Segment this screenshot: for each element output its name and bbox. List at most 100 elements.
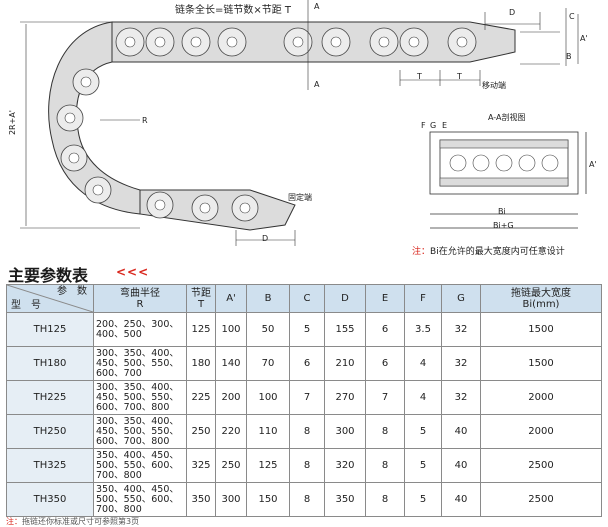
cell-model: TH350 <box>6 482 94 517</box>
drag-chain-drawing <box>20 0 587 246</box>
cell-b: 70 <box>246 346 290 381</box>
cell-radius: 200、250、300、400、500 <box>93 312 187 347</box>
header-e: E <box>365 284 405 313</box>
header-a-prime: A' <box>215 284 247 313</box>
cell-e: 8 <box>365 414 405 449</box>
cell-g: 40 <box>441 482 481 517</box>
dimension-lines <box>20 0 579 246</box>
dim-r: R <box>142 116 148 125</box>
label-fixed-end: 固定端 <box>288 193 312 202</box>
cell-c: 8 <box>289 448 325 483</box>
header-diagonal-line <box>7 285 93 312</box>
cell-a-prime: 220 <box>215 414 247 449</box>
header-pitch: 节距 T <box>186 284 216 313</box>
cell-c: 7 <box>289 380 325 415</box>
parameter-table: 参 数 型 号 弯曲半径 R 节距 T A' B C D E F G 拖链最大宽… <box>6 284 602 517</box>
section-view-title: A-A剖视图 <box>488 113 526 122</box>
header-max-width: 拖链最大宽度 Bi(mm) <box>480 284 602 313</box>
cell-model: TH250 <box>6 414 94 449</box>
label-moving-end: 移动端 <box>482 81 506 90</box>
cell-c: 6 <box>289 346 325 381</box>
section-marker-a-top: A <box>314 2 320 11</box>
dim-2r-a-prime: 2R+A' <box>8 110 17 136</box>
header-c: C <box>289 284 325 313</box>
cell-c: 8 <box>289 414 325 449</box>
cell-e: 7 <box>365 380 405 415</box>
cell-b: 50 <box>246 312 290 347</box>
table-row: TH180 300、350、400、450、500、550、600、700 18… <box>6 346 602 381</box>
cell-model: TH180 <box>6 346 94 381</box>
table-row: TH350 350、400、450、500、550、600、700、800 35… <box>6 482 602 517</box>
dim-d-top: D <box>509 8 516 17</box>
cell-bi: 1500 <box>480 312 602 347</box>
cell-g: 32 <box>441 380 481 415</box>
dim-c: C <box>569 12 575 21</box>
cell-d: 320 <box>324 448 366 483</box>
section-view-frame <box>429 131 587 229</box>
cell-e: 8 <box>365 448 405 483</box>
cell-t: 350 <box>186 482 216 517</box>
cell-g: 32 <box>441 346 481 381</box>
design-note: 注：Bi在允许的最大宽度内可任意设计 <box>412 244 565 257</box>
cell-f: 4 <box>404 380 442 415</box>
cell-a-prime: 300 <box>215 482 247 517</box>
dim-a-prime-section: A' <box>589 160 597 169</box>
cell-f: 5 <box>404 482 442 517</box>
cell-d: 210 <box>324 346 366 381</box>
section-view-holes <box>449 154 559 172</box>
dim-e: E <box>442 121 448 130</box>
cell-bi: 2500 <box>480 482 602 517</box>
header-model-params: 参 数 型 号 <box>6 284 94 313</box>
dim-b: B <box>566 52 572 61</box>
dim-d-bottom: D <box>262 234 269 243</box>
dim-t1: T <box>417 72 422 81</box>
section-marker-a-bottom: A <box>314 80 320 89</box>
header-params-label: 参 数 <box>57 286 87 297</box>
header-b: B <box>246 284 290 313</box>
cell-bi: 2500 <box>480 448 602 483</box>
table-row: TH125 200、250、300、400、500 125 100 50 5 1… <box>6 312 602 347</box>
cell-a-prime: 140 <box>215 346 247 381</box>
cell-t: 325 <box>186 448 216 483</box>
cell-d: 350 <box>324 482 366 517</box>
cell-c: 5 <box>289 312 325 347</box>
cell-d: 300 <box>324 414 366 449</box>
cell-t: 125 <box>186 312 216 347</box>
cell-b: 110 <box>246 414 290 449</box>
dim-bi-g: Bi+G <box>493 221 514 230</box>
table-row: TH325 350、400、450、500、550、600、700、800 32… <box>6 448 602 483</box>
cell-f: 4 <box>404 346 442 381</box>
cell-radius: 350、400、450、500、550、600、700、800 <box>93 482 187 517</box>
cell-c: 8 <box>289 482 325 517</box>
header-radius: 弯曲半径 R <box>93 284 187 313</box>
cell-radius: 350、400、450、500、550、600、700、800 <box>93 448 187 483</box>
cell-b: 125 <box>246 448 290 483</box>
cell-f: 3.5 <box>404 312 442 347</box>
table-header-row: 参 数 型 号 弯曲半径 R 节距 T A' B C D E F G 拖链最大宽… <box>6 284 602 313</box>
cell-d: 270 <box>324 380 366 415</box>
cell-bi: 2000 <box>480 380 602 415</box>
cell-model: TH325 <box>6 448 94 483</box>
cell-a-prime: 200 <box>215 380 247 415</box>
cell-b: 150 <box>246 482 290 517</box>
footnote-text: 拖链还你标准或尺寸可参照第3页 <box>22 517 140 526</box>
cell-t: 250 <box>186 414 216 449</box>
dim-a-prime-right: A' <box>580 34 588 43</box>
cell-g: 40 <box>441 414 481 449</box>
header-model-label: 型 号 <box>11 300 41 311</box>
note-star: 注： <box>412 247 431 257</box>
cell-radius: 300、350、400、450、500、550、600、700 <box>93 346 187 381</box>
footnote-star: 注： <box>6 517 22 526</box>
dim-g: G <box>430 121 437 130</box>
cell-b: 100 <box>246 380 290 415</box>
footnote: 注：拖链还你标准或尺寸可参照第3页 <box>6 516 139 527</box>
cell-e: 6 <box>365 346 405 381</box>
section-title-arrows: <<< <box>116 265 150 279</box>
cell-radius: 300、350、400、450、500、550、600、700、800 <box>93 380 187 415</box>
cell-f: 5 <box>404 448 442 483</box>
cell-f: 5 <box>404 414 442 449</box>
cell-radius: 300、350、400、450、500、550、600、700、800 <box>93 414 187 449</box>
header-f: F <box>404 284 442 313</box>
cell-e: 8 <box>365 482 405 517</box>
cell-t: 225 <box>186 380 216 415</box>
